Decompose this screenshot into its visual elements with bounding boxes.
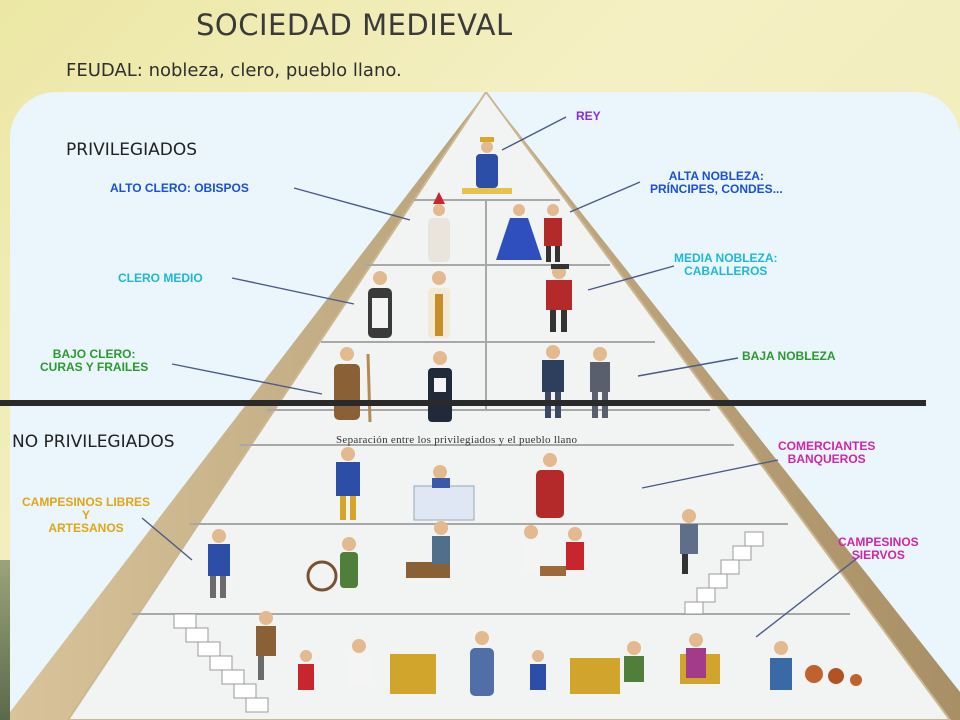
pyramid-right-face bbox=[486, 92, 960, 720]
label-rey: REY bbox=[576, 109, 601, 123]
figure-artesanos bbox=[208, 521, 584, 598]
section-no-privilegiados: NO PRIVILEGIADOS bbox=[12, 432, 175, 452]
label-campesinos-libres: CAMPESINOS LIBRES Y ARTESANOS bbox=[22, 495, 151, 535]
label-clero-medio: CLERO MEDIO bbox=[118, 271, 203, 285]
pyramid-panel: REY ALTO CLERO: OBISPOS ALTA NOBLEZA: PR… bbox=[10, 92, 960, 720]
figure-bajo-clero bbox=[334, 347, 452, 423]
figure-alta-nobleza bbox=[496, 204, 562, 262]
label-comerciantes: COMERCIANTES BANQUEROS bbox=[778, 439, 876, 466]
figure-clero-medio bbox=[368, 271, 450, 338]
label-alto-clero: ALTO CLERO: OBISPOS bbox=[110, 181, 249, 195]
privilege-divider-line bbox=[0, 400, 926, 406]
label-media-nobleza: MEDIA NOBLEZA: CABALLEROS bbox=[674, 251, 778, 278]
section-privilegiados: PRIVILEGIADOS bbox=[66, 140, 198, 160]
separator-label: Separación entre los privilegiados y el … bbox=[336, 434, 578, 446]
label-alta-nobleza: ALTA NOBLEZA: PRÍNCIPES, CONDES... bbox=[650, 169, 783, 196]
stairs-left bbox=[173, 613, 269, 713]
label-bajo-clero: BAJO CLERO: CURAS Y FRAILES bbox=[40, 347, 149, 374]
pyramid-left-face bbox=[10, 92, 486, 720]
figure-campesinos-siervos bbox=[256, 611, 862, 696]
figure-rey bbox=[462, 137, 512, 194]
figure-obispo bbox=[428, 192, 450, 262]
page-subtitle: FEUDAL: nobleza, clero, pueblo llano. bbox=[66, 60, 402, 81]
label-baja-nobleza: BAJA NOBLEZA bbox=[742, 349, 836, 363]
page-title: SOCIEDAD MEDIEVAL bbox=[196, 8, 513, 42]
label-campesinos-siervos: CAMPESINOS SIERVOS bbox=[838, 535, 919, 562]
pyramid-diagram bbox=[10, 92, 960, 720]
stairs-right bbox=[684, 531, 764, 615]
figure-caballero bbox=[546, 264, 572, 332]
figure-siervo-escalera bbox=[680, 509, 698, 574]
pointer-lines bbox=[141, 116, 861, 638]
figure-comerciantes bbox=[336, 447, 564, 521]
